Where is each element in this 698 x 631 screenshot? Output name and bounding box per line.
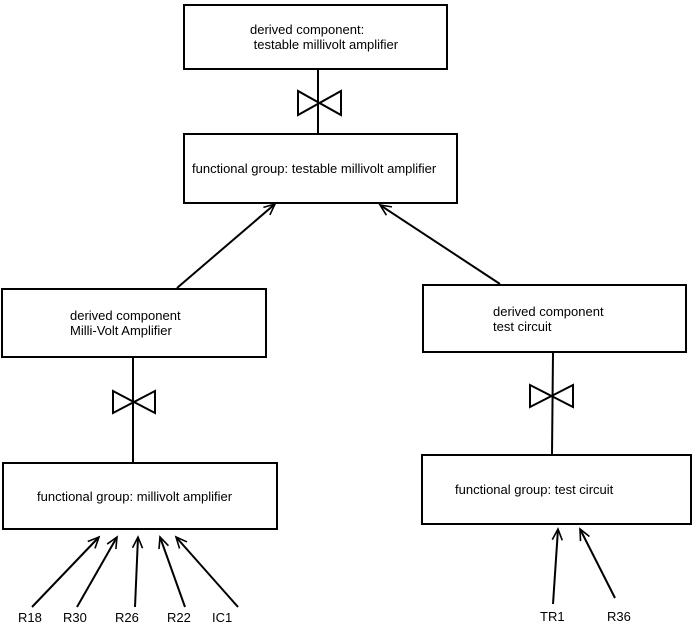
node-derived-milli-volt-amplifier: derived component Milli-Volt Amplifier	[1, 288, 267, 358]
edge-dcmva-to-fgtestable-arrow	[176, 202, 277, 289]
edge-r26-arrow	[131, 535, 144, 608]
leaf-label-tr1: TR1	[540, 609, 565, 624]
node-derived-test-circuit: derived component test circuit	[422, 284, 687, 353]
node-label-line2: testable millivolt amplifier	[250, 37, 399, 52]
node-label-line1: derived component:	[250, 22, 365, 37]
leaf-label-r30: R30	[63, 610, 87, 625]
edge-ic1-arrow	[174, 535, 239, 608]
node-label: functional group: test circuit	[455, 482, 614, 497]
node-functional-group-millivolt-amplifier: functional group: millivolt amplifier	[2, 462, 278, 530]
node-label: functional group: millivolt amplifier	[37, 488, 233, 504]
node-label-line1: derived component	[70, 308, 181, 323]
edge-r18-arrow	[31, 535, 101, 608]
node-label-line1: derived component	[493, 303, 604, 319]
leaf-label-r22: R22	[167, 610, 191, 625]
leaf-label-r18: R18	[18, 610, 42, 625]
leaf-label-ic1: IC1	[212, 610, 233, 625]
bowtie-icon-top	[297, 89, 342, 117]
node-functional-group-testable-millivolt-amplifier: functional group: testable millivolt amp…	[183, 133, 458, 204]
bowtie-icon-right	[529, 383, 574, 409]
node-derived-testable-millivolt-amplifier: derived component: testable millivolt am…	[183, 4, 448, 70]
edge-r30-arrow	[76, 535, 118, 608]
edge-r22-arrow	[158, 535, 186, 608]
edge-r36-arrow	[579, 527, 616, 599]
edge-right-connector	[551, 352, 554, 455]
node-label-line2: Milli-Volt Amplifier	[70, 323, 172, 338]
edge-tr1-arrow	[551, 527, 564, 605]
leaf-label-r36: R36	[607, 609, 631, 624]
leaf-label-r26: R26	[115, 610, 139, 625]
node-functional-group-test-circuit: functional group: test circuit	[421, 454, 692, 525]
node-label: functional group: testable millivolt amp…	[192, 161, 437, 176]
node-label-line2: test circuit	[493, 318, 552, 334]
bowtie-icon-left	[112, 389, 156, 415]
edge-dctest-to-fgtestable-arrow	[378, 203, 501, 285]
